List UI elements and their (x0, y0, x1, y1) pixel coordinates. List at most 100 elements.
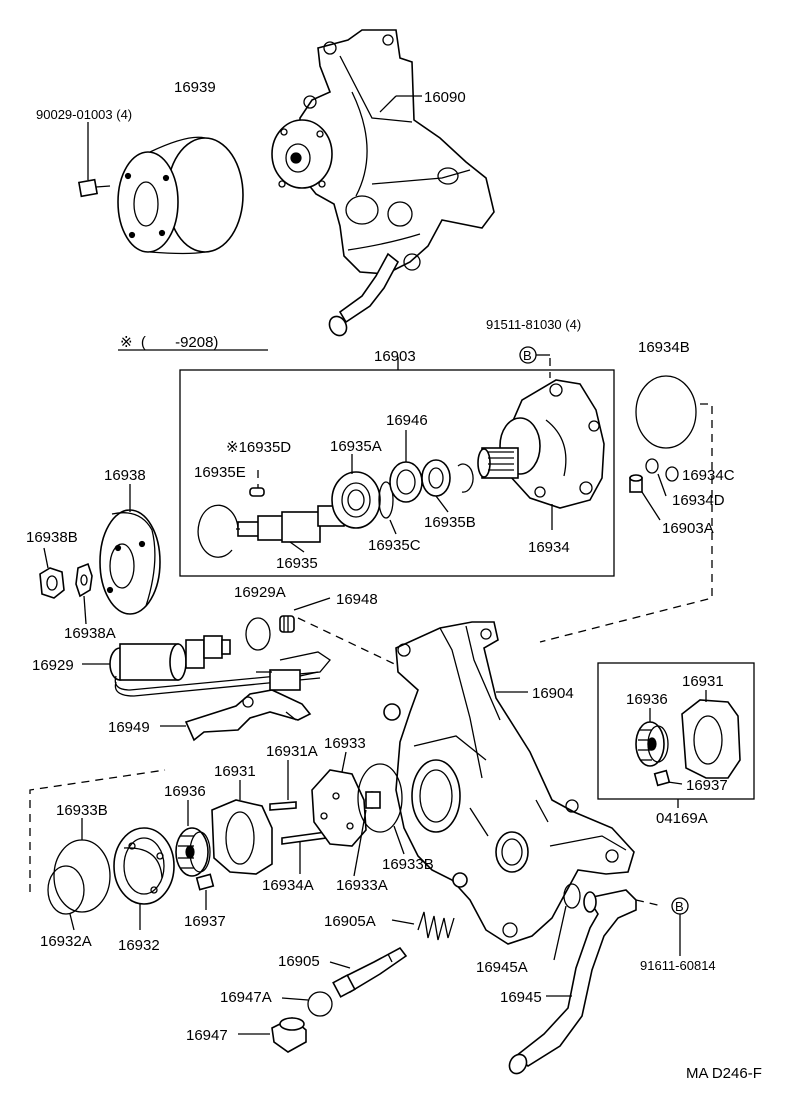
label-16903A: 16903A (662, 520, 714, 537)
label-16934D: 16934D (672, 492, 725, 509)
inlet-pipe-drawing (328, 252, 400, 337)
bolt-90029-drawing (77, 178, 111, 198)
label-16935A: 16935A (330, 438, 382, 455)
plug-16948-drawing (279, 615, 295, 633)
pin-16937r-drawing (653, 769, 671, 787)
rotor-16931r-drawing (681, 699, 741, 779)
bearing-16935A-drawing (331, 471, 381, 529)
label-16947: 16947 (186, 1027, 228, 1044)
label-16948: 16948 (336, 591, 378, 608)
leader-16947A (281, 997, 309, 1001)
label-16938B: 16938B (26, 529, 78, 546)
bearing-16935B-drawing (421, 459, 451, 497)
label-note: ※ ( -9208) (120, 334, 218, 351)
leader-16935C (389, 519, 397, 535)
label-16937: 16937 (184, 913, 226, 930)
label-16947A: 16947A (220, 989, 272, 1006)
dashed-line-bolt3 (635, 899, 663, 907)
o-ring-16933B-right-drawing (357, 763, 403, 833)
leader-16935 (289, 541, 305, 553)
label-16945A: 16945A (476, 959, 528, 976)
rotor-16936-drawing (175, 827, 211, 877)
leader-16934D (657, 473, 667, 497)
label-16938: 16938 (104, 467, 146, 484)
seal-16946-drawing (389, 461, 423, 503)
pin-16934A-drawing (281, 831, 327, 845)
pin-16937-drawing (195, 873, 215, 891)
label-bolt-90029: 90029-01003 (4) (36, 107, 132, 122)
label-bolt-91511: 91511-81030 (4) (486, 317, 581, 332)
label-diagram-code: MA D246-F (686, 1065, 762, 1082)
snap-ring-16935E-drawing (197, 504, 239, 558)
label-16933: 16933 (324, 735, 366, 752)
label-16934B: 16934B (638, 339, 690, 356)
spring-16905A-drawing (417, 911, 455, 941)
leader-16938B (43, 547, 49, 569)
label-circle-B2: B (675, 899, 684, 914)
label-16931-kit: 16931 (682, 673, 724, 690)
leader-16937r (667, 781, 683, 785)
gasket-16945A-drawing (563, 883, 581, 909)
pin-16903A-drawing (629, 474, 643, 493)
label-16904: 16904 (532, 685, 574, 702)
cover-16932-drawing (113, 827, 175, 905)
dashed-line-16934B (539, 403, 713, 643)
label-16936-kit: 16936 (626, 691, 668, 708)
label-16903: 16903 (374, 348, 416, 365)
label-circle-B1: B (523, 348, 532, 363)
kit-16903-frame (179, 369, 615, 577)
label-16929A: 16929A (234, 584, 286, 601)
valve-16905-drawing (332, 946, 408, 998)
label-bolt-91611: 91611-60814 (640, 958, 716, 973)
label-16931: 16931 (214, 763, 256, 780)
label-16939: 16939 (174, 79, 216, 96)
sensor-16929-drawing (109, 635, 331, 697)
snap-ring-drawing (457, 463, 474, 493)
label-16932: 16932 (118, 937, 160, 954)
label-16090: 16090 (424, 89, 466, 106)
leader-16938A (83, 595, 87, 625)
dashed-line-left-group (29, 769, 166, 892)
o-ring-16934B-drawing (635, 375, 697, 449)
label-16935C: 16935C (368, 537, 421, 554)
label-16934C: 16934C (682, 467, 735, 484)
label-16933B-left: 16933B (56, 802, 108, 819)
label-16929: 16929 (32, 657, 74, 674)
washer-16938A-drawing (75, 562, 93, 598)
o-ring-16932A-drawing (47, 865, 85, 915)
leader-16903A (641, 491, 661, 521)
ring-16934D-drawing (665, 466, 679, 482)
label-16935: 16935 (276, 555, 318, 572)
label-16935D: ※16935D (226, 439, 291, 456)
label-16949: 16949 (108, 719, 150, 736)
label-16933A: 16933A (336, 877, 388, 894)
label-16945: 16945 (500, 989, 542, 1006)
rotor-16931-drawing (211, 799, 273, 875)
plate-16933-drawing (311, 769, 367, 847)
label-04169A: 04169A (656, 810, 708, 827)
gasket-16947A-drawing (307, 991, 333, 1017)
label-16946: 16946 (386, 412, 428, 429)
leader-16905 (329, 961, 351, 969)
label-16932A: 16932A (40, 933, 92, 950)
leader-16933 (341, 751, 347, 773)
bracket-16949-drawing (184, 669, 319, 742)
o-ring-16929A-drawing (245, 617, 271, 651)
label-16934: 16934 (528, 539, 570, 556)
rotor-16936r-drawing (635, 721, 669, 767)
housing-16090-drawing (271, 29, 495, 275)
label-16936: 16936 (164, 783, 206, 800)
leader-16945A (553, 905, 567, 961)
valve-16933A-drawing (365, 791, 381, 809)
plug-16947-drawing (271, 1017, 307, 1053)
housing-16090-leader2 (379, 95, 397, 113)
o-ring-16934C-drawing (645, 458, 659, 474)
label-16905A: 16905A (324, 913, 376, 930)
leader-16948 (293, 597, 331, 611)
label-16905: 16905 (278, 953, 320, 970)
kit-04169A-frame (597, 662, 755, 800)
leader-16932A (69, 913, 75, 931)
key-16935D-drawing (249, 487, 265, 497)
cover-16904-drawing (383, 621, 635, 945)
pipe-16945-drawing (508, 889, 637, 1075)
